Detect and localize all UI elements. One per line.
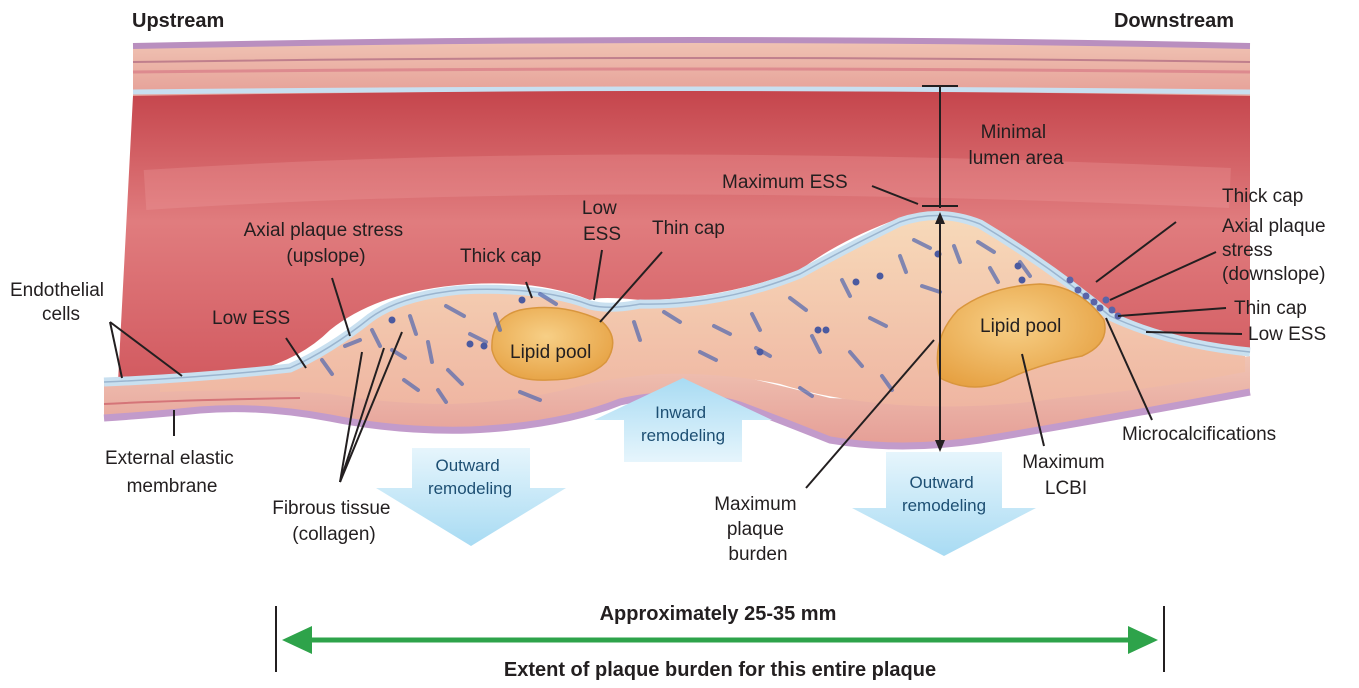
- endothelial-cells-label: Endothelial cells: [10, 280, 109, 325]
- thin-cap-right-label: Thin cap: [1234, 298, 1307, 319]
- maximum-plaque-burden-label: Maximum plaque burden: [714, 494, 802, 565]
- upper-vessel-wall: [133, 40, 1250, 98]
- thick-cap-left-label: Thick cap: [460, 246, 541, 267]
- thick-cap-right-label: Thick cap: [1222, 186, 1303, 207]
- upstream-label: Upstream: [132, 10, 224, 32]
- lipid-pool-right-label: Lipid pool: [980, 316, 1061, 337]
- thin-cap-mid-label: Thin cap: [652, 218, 725, 239]
- external-elastic-membrane-label: External elastic membrane: [105, 448, 239, 497]
- low-ess-left-label: Low ESS: [212, 308, 290, 329]
- downstream-label: Downstream: [1114, 10, 1234, 32]
- extent-length-label: Approximately 25-35 mm: [600, 603, 837, 625]
- low-ess-right-label: Low ESS: [1248, 324, 1326, 345]
- maximum-ess-label: Maximum ESS: [722, 172, 848, 193]
- maximum-lcbi-label: Maximum LCBI: [1022, 452, 1110, 499]
- lipid-pool-left-label: Lipid pool: [510, 342, 591, 363]
- extent-caption-label: Extent of plaque burden for this entire …: [504, 659, 936, 681]
- fibrous-tissue-label: Fibrous tissue (collagen): [272, 498, 396, 545]
- microcalcifications-label: Microcalcifications: [1122, 424, 1276, 445]
- axial-plaque-stress-downslope-label: Axial plaque stress (downslope): [1222, 216, 1331, 285]
